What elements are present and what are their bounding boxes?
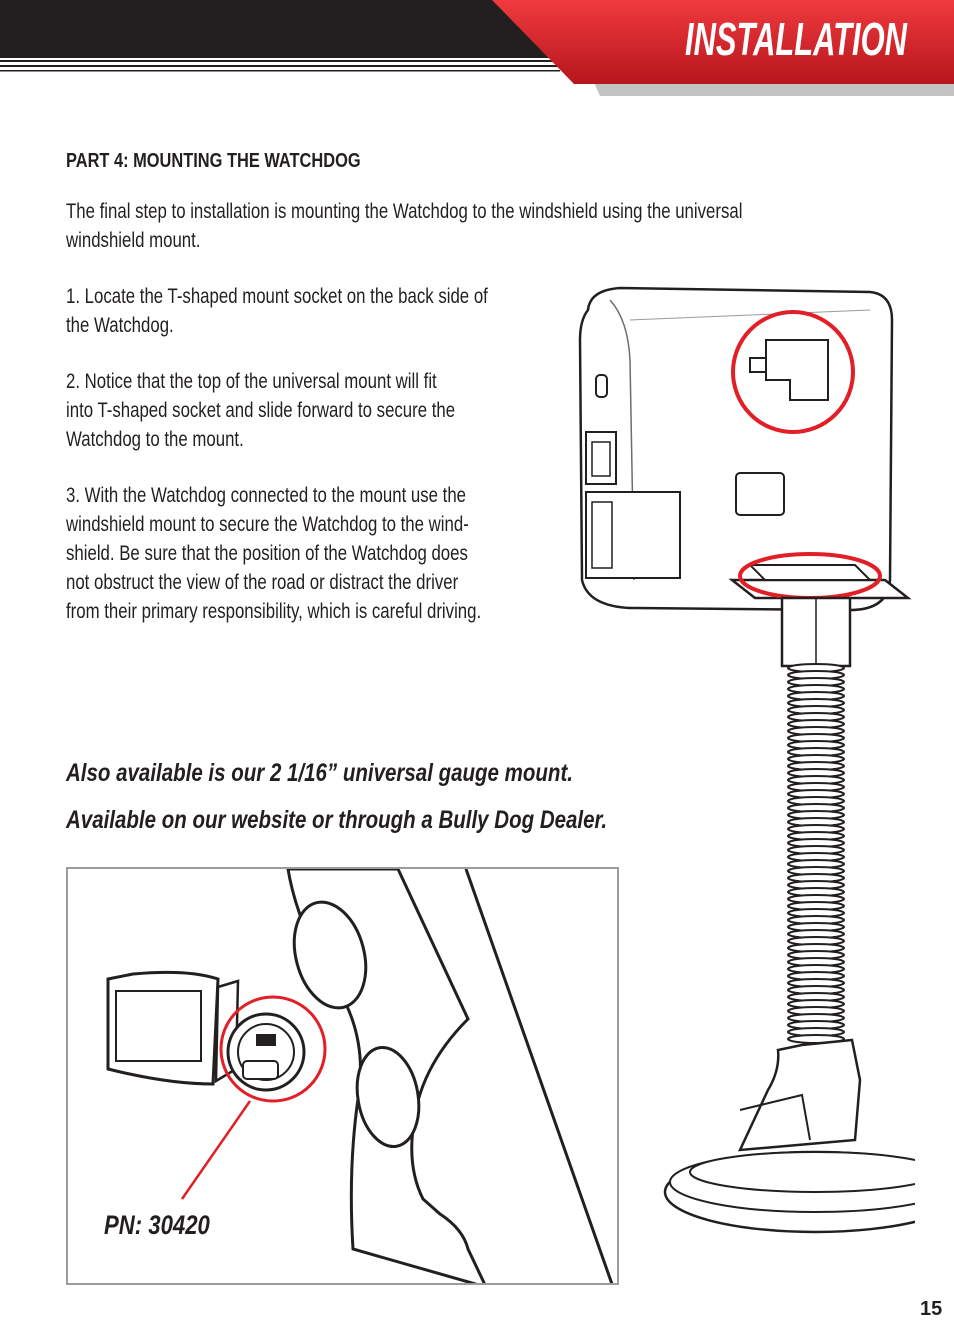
header-title: INSTALLATION: [685, 13, 908, 65]
gooseneck-arm: [787, 663, 845, 1044]
promo-line-1: Also available is our 2 1/16” universal …: [66, 759, 573, 787]
page-number: 15: [920, 1298, 943, 1320]
gauge-hole-upper: [292, 900, 368, 1010]
intro-paragraph: The final step to installation is mounti…: [66, 200, 743, 252]
gauge-mount-illustration: [106, 869, 614, 1283]
part-number-label: PN: 30420: [104, 1210, 210, 1240]
header-red-tab: [492, 0, 954, 84]
socket-highlight-circle: [731, 310, 855, 434]
section-title: PART 4: MOUNTING THE WATCHDOG: [66, 150, 361, 172]
t-socket: [765, 339, 829, 401]
gauge-mount-photo: [66, 867, 619, 1285]
watchdog-mount-illustration: [578, 286, 915, 1234]
gauge-hole-lower: [355, 1045, 421, 1149]
promo-line-2: Available on our website or through a Bu…: [66, 806, 608, 834]
step-1: 1. Locate the T-shaped mount socket on t…: [66, 285, 488, 337]
header-banner: INSTALLATION: [0, 0, 954, 96]
step-3: 3. With the Watchdog connected to the mo…: [66, 484, 482, 623]
callout-line: [180, 1100, 252, 1200]
adapter-highlight-circle: [219, 995, 327, 1103]
header-dark-bar: [0, 0, 578, 58]
step-2: 2. Notice that the top of the universal …: [66, 370, 456, 451]
